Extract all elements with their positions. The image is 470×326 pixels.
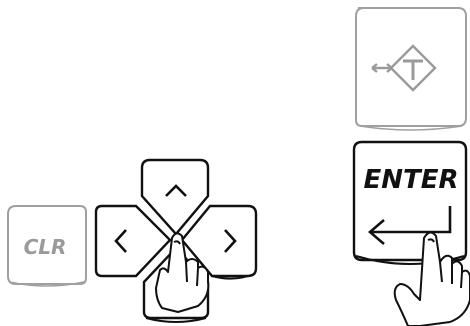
enter-key[interactable]: ENTER <box>352 140 468 265</box>
chevron-right-icon <box>224 229 237 253</box>
enter-key-label: ENTER <box>363 165 458 195</box>
clr-key-label: CLR <box>24 235 67 259</box>
right-key[interactable] <box>180 204 258 280</box>
tare-key[interactable] <box>355 7 467 131</box>
left-key[interactable] <box>94 204 172 278</box>
pointing-hand-icon <box>393 231 470 326</box>
clr-key[interactable]: CLR <box>7 205 87 287</box>
chevron-up-icon <box>165 184 187 197</box>
up-key[interactable] <box>140 158 210 236</box>
chevron-left-icon <box>114 229 127 253</box>
tare-symbol-icon <box>371 44 437 92</box>
return-arrow-icon <box>368 206 452 245</box>
pointing-hand-icon <box>155 232 210 313</box>
